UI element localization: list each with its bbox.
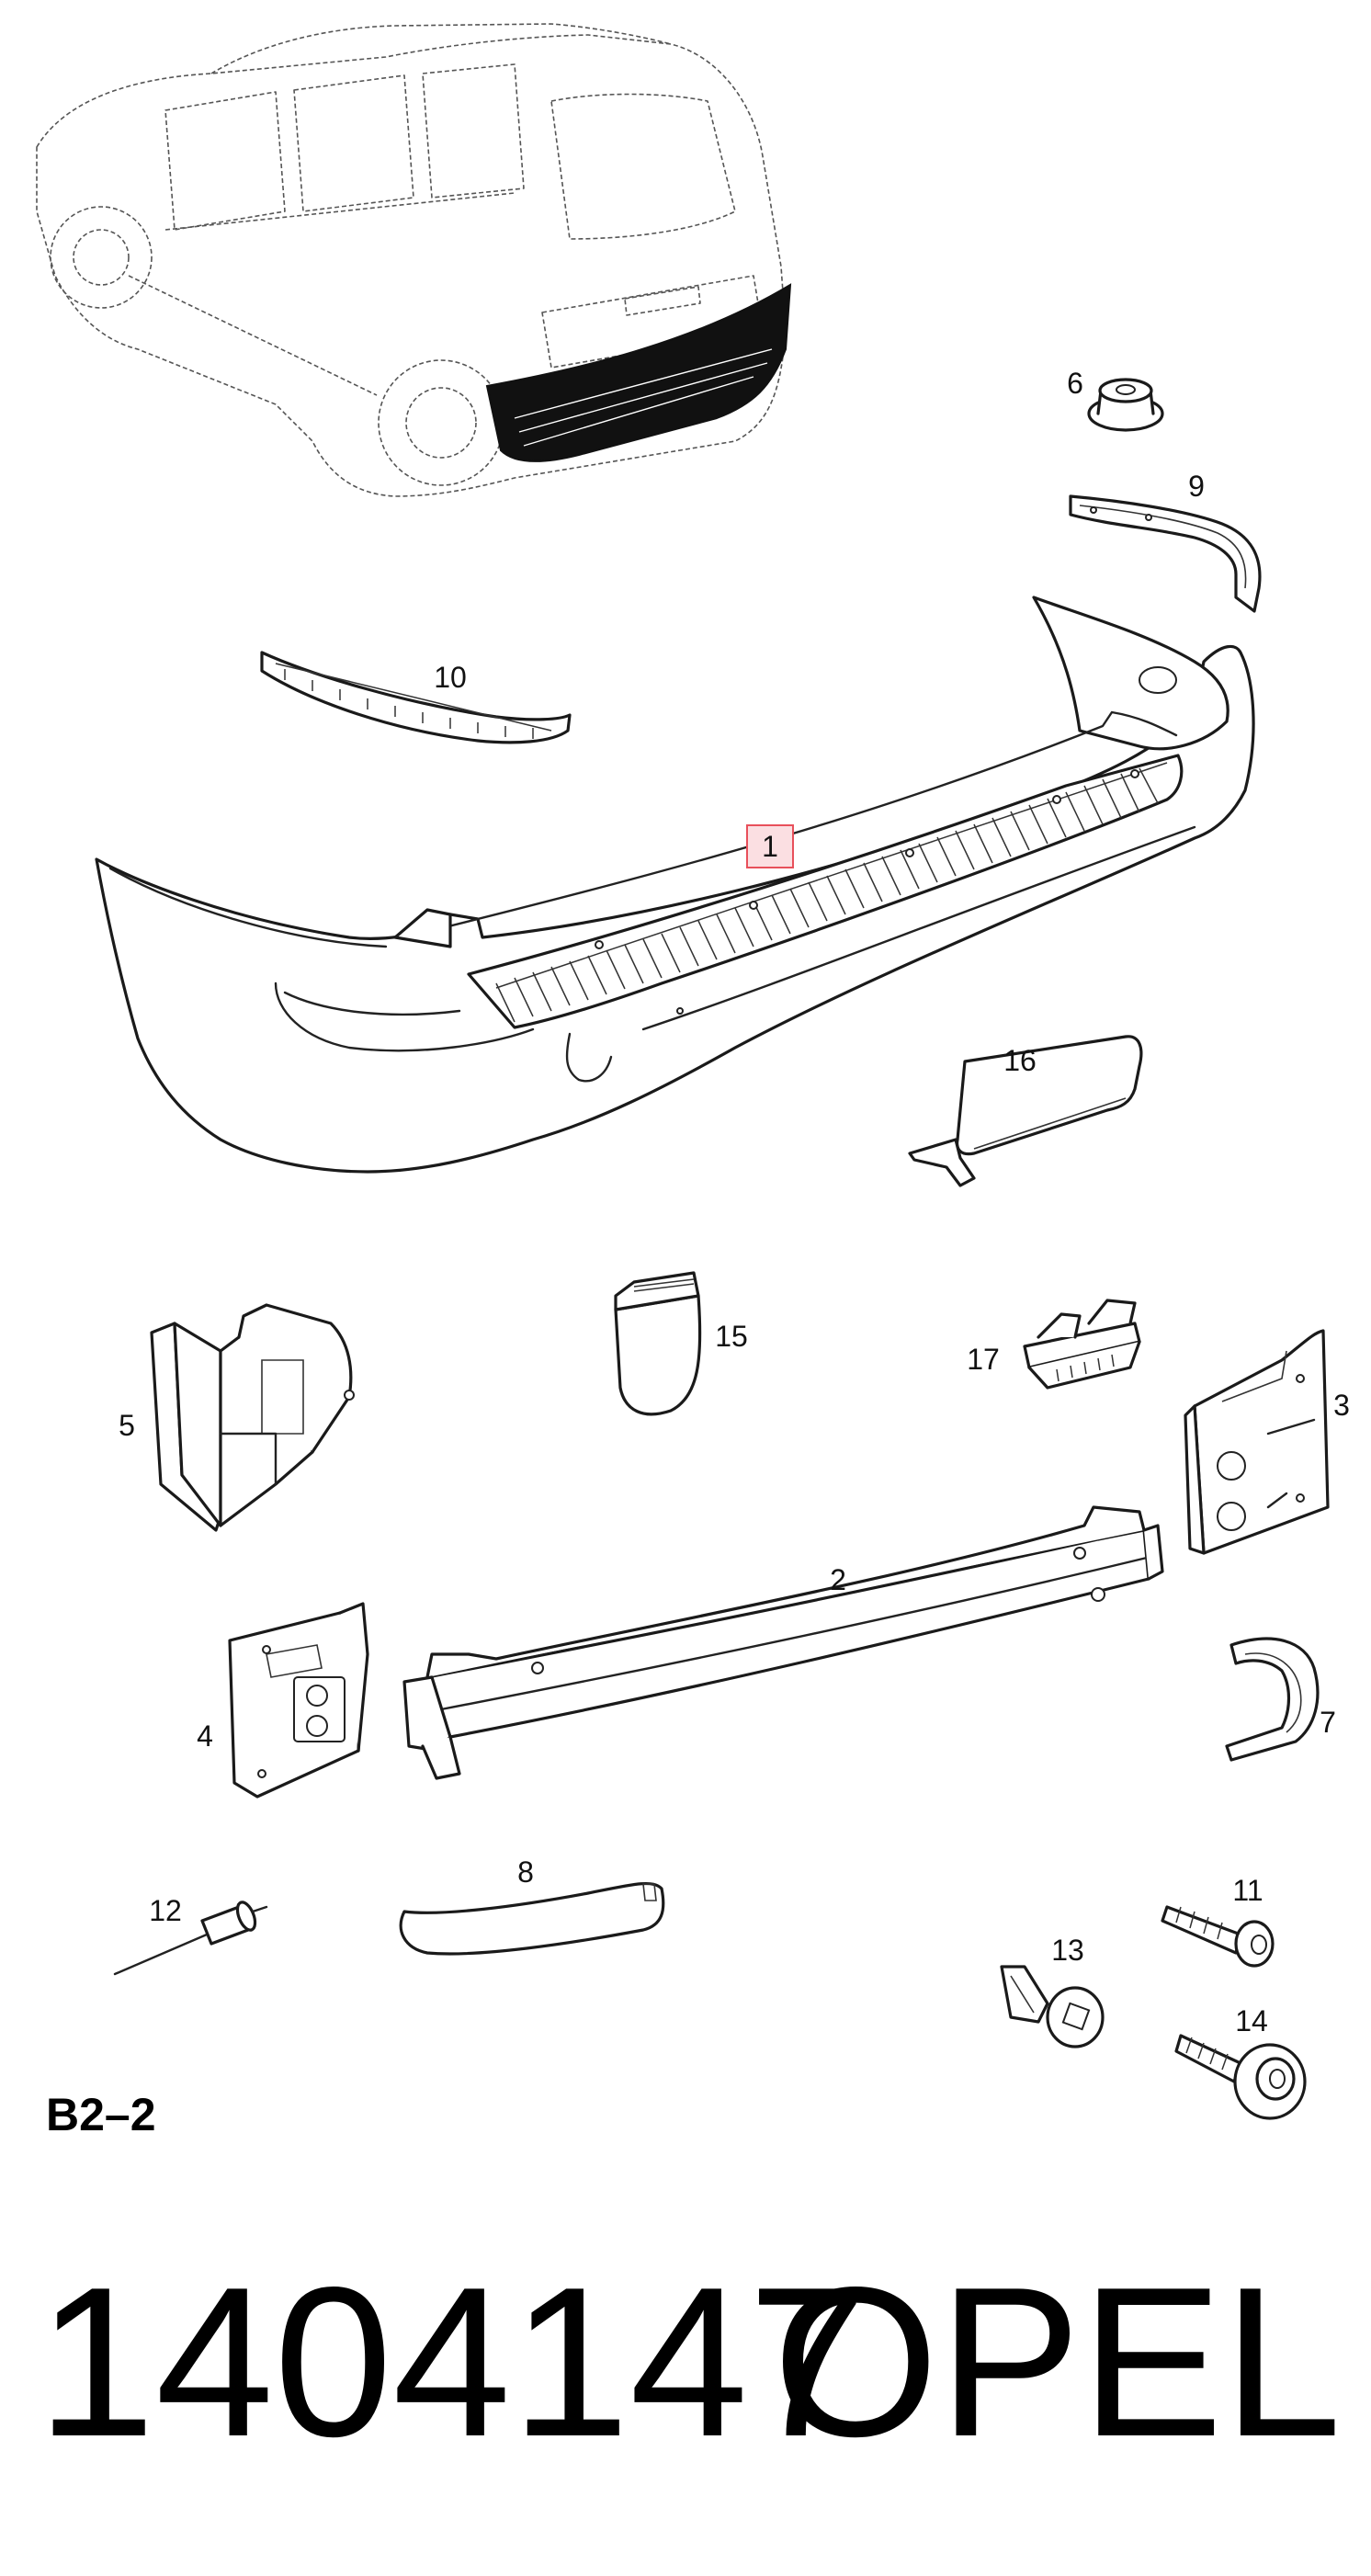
brand-name: OPEL bbox=[773, 2243, 1342, 2481]
callout-9[interactable]: 9 bbox=[1188, 470, 1205, 503]
callout-12[interactable]: 12 bbox=[149, 1894, 182, 1927]
part-4-left-plate bbox=[228, 1602, 369, 1799]
callout-10[interactable]: 10 bbox=[434, 661, 467, 694]
part-6-nut bbox=[1087, 378, 1164, 432]
part-11-screw bbox=[1161, 1905, 1275, 1968]
callout-17[interactable]: 17 bbox=[967, 1343, 1000, 1376]
callout-7[interactable]: 7 bbox=[1320, 1706, 1336, 1739]
callout-6[interactable]: 6 bbox=[1067, 367, 1083, 400]
part-8-lower-trim bbox=[399, 1881, 665, 1956]
callout-1-highlight-box bbox=[746, 824, 794, 868]
part-16-bracket bbox=[908, 1035, 1143, 1187]
part-13-push-rivet bbox=[1000, 1965, 1105, 2048]
part-15-pad bbox=[614, 1271, 702, 1416]
callout-4[interactable]: 4 bbox=[197, 1719, 213, 1753]
part-1-rear-bumper bbox=[95, 596, 1255, 1174]
callout-16[interactable]: 16 bbox=[1003, 1044, 1037, 1077]
step-plate-ribs bbox=[495, 767, 1159, 1023]
part-5-left-bracket bbox=[150, 1303, 355, 1532]
callout-2[interactable]: 2 bbox=[830, 1563, 846, 1596]
part-9-side-strip bbox=[1069, 494, 1262, 613]
part-17-clip bbox=[1023, 1299, 1141, 1390]
callout-8[interactable]: 8 bbox=[517, 1855, 534, 1889]
part-number: 1404147 bbox=[37, 2243, 867, 2481]
part-3-right-bracket bbox=[1184, 1329, 1330, 1555]
part-14-bolt bbox=[1174, 2034, 1307, 2120]
callout-11[interactable]: 11 bbox=[1232, 1874, 1263, 1907]
part-7-curved-clip bbox=[1225, 1637, 1320, 1762]
part-10-upper-strip bbox=[260, 651, 572, 744]
sheet-code: B2–2 bbox=[46, 2089, 156, 2140]
vehicle-rear-bumper-highlight bbox=[485, 283, 792, 462]
callout-1[interactable]: 1 bbox=[762, 830, 778, 863]
part-2-reinforcement-beam bbox=[402, 1505, 1164, 1780]
part-12-rivet bbox=[113, 1901, 268, 1976]
callout-13[interactable]: 13 bbox=[1051, 1934, 1084, 1967]
callout-14[interactable]: 14 bbox=[1235, 2004, 1268, 2037]
callout-5[interactable]: 5 bbox=[119, 1409, 135, 1442]
callout-15[interactable]: 15 bbox=[715, 1320, 748, 1353]
vehicle-overview bbox=[36, 23, 792, 497]
callout-3[interactable]: 3 bbox=[1333, 1389, 1350, 1422]
callout-labels: 1 2 3 4 5 6 7 8 9 10 11 12 13 14 15 16 1… bbox=[119, 367, 1350, 2037]
